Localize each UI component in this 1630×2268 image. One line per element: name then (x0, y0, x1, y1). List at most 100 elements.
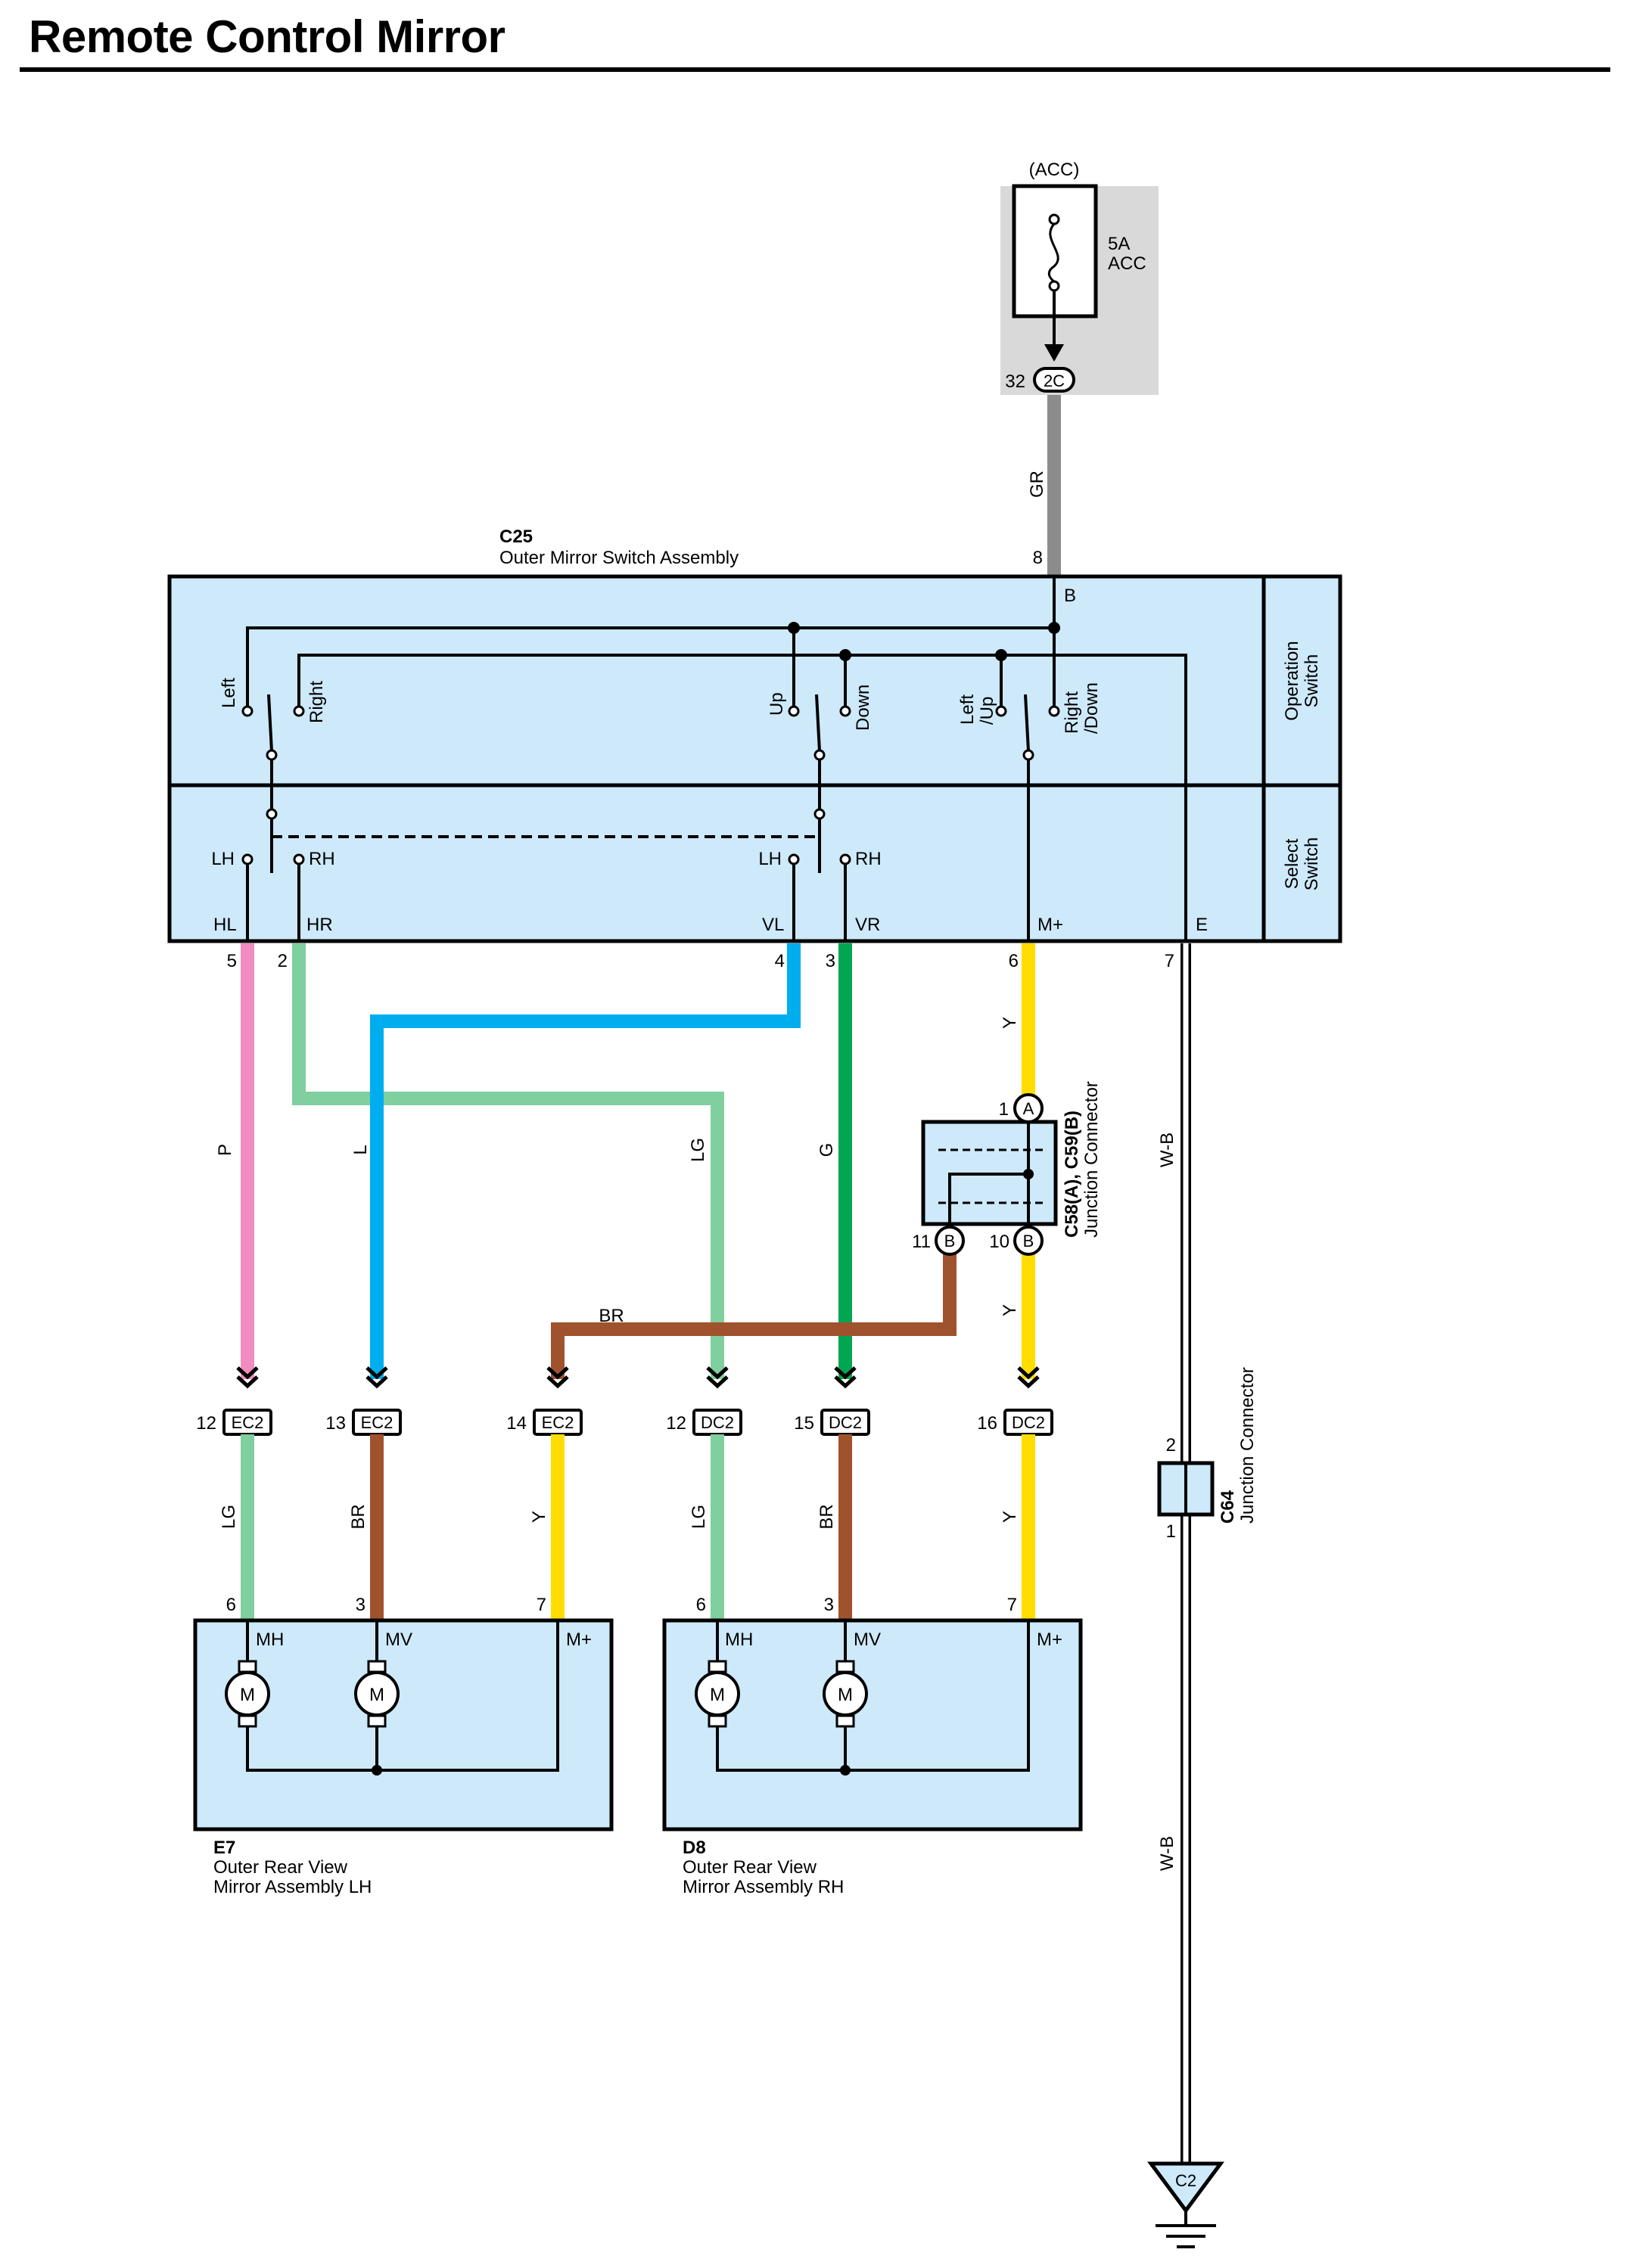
mirror-d8-name-2: Mirror Assembly RH (683, 1877, 844, 1897)
contact-left: Left (219, 678, 239, 708)
mirror-d8-body (662, 1618, 1083, 1831)
mirror-e7-name-1: Outer Rear View (213, 1857, 348, 1878)
mirror-e7-motor-h-label: M (240, 1685, 255, 1705)
switch-assembly-name: Outer Mirror Switch Assembly (499, 548, 739, 568)
operation-switch-label-1: Operation (1282, 641, 1302, 720)
junction-pin-b10 (1013, 1226, 1044, 1256)
fuse-supply: (ACC) (1029, 160, 1080, 180)
junction-pin-11: 11 (912, 1232, 931, 1252)
terminal-hr: HR (306, 915, 333, 935)
pin-vl: 4 (775, 951, 785, 971)
mirror-d8-pin-mplus: 7 (1007, 1595, 1017, 1615)
wire-label-p: P (215, 1144, 235, 1156)
pin-vr: 3 (826, 951, 835, 971)
contact-right-down-1: Right (1062, 691, 1082, 734)
connector-ec2-12-name: EC2 (232, 1413, 264, 1432)
mirror-e7-motor-v-label: M (369, 1685, 384, 1705)
mirror-d8-pin-mv: 3 (824, 1595, 834, 1615)
mirror-d8-term-mh: MH (725, 1630, 753, 1650)
connector-ec2-12: EC2 12 (196, 1409, 272, 1436)
select-rh-2: RH (855, 849, 882, 869)
pin-hr: 2 (278, 951, 288, 971)
contact-right: Right (306, 681, 327, 723)
c64-pin-bottom: 1 (1166, 1521, 1176, 1542)
connector-dc2-12-pin: 12 (666, 1413, 686, 1434)
fuse-pin: 32 (1005, 371, 1025, 392)
mirror-d8-name-1: Outer Rear View (683, 1857, 817, 1878)
terminal-mplus: M+ (1037, 915, 1063, 935)
mirror-d8-pin-mh: 6 (696, 1595, 706, 1615)
select-rh-1: RH (309, 849, 335, 869)
fuse-symbol (1047, 222, 1059, 283)
fuse-connector-label: 2C (1044, 371, 1065, 390)
select-lh-2: LH (758, 849, 782, 869)
connector-ec2-14: EC2 14 (506, 1409, 583, 1436)
page-title: Remote Control Mirror (29, 11, 505, 62)
mirror-e7-code: E7 (213, 1838, 235, 1858)
switch-assembly: C25 Outer Mirror Switch Assembly 8 Opera… (167, 527, 1342, 971)
connector-dc2-15-pin: 15 (794, 1413, 814, 1434)
ground-c2: C2 (1147, 2161, 1224, 2248)
mirror-e7-pin-mplus: 7 (537, 1595, 546, 1615)
select-switch-label-1: Select (1282, 838, 1302, 889)
fuse-name: ACC (1108, 253, 1146, 274)
fuse-connector (1033, 367, 1075, 393)
lbl-e7-lg: LG (219, 1505, 239, 1529)
mirror-d8-term-mplus: M+ (1037, 1630, 1062, 1650)
switch-assembly-code: C25 (499, 527, 533, 547)
connector-ec2-14-name: EC2 (542, 1413, 574, 1432)
terminal-e: E (1196, 915, 1208, 935)
wire-label-lg: LG (688, 1138, 708, 1162)
pin-mplus: 6 (1009, 951, 1019, 971)
title-rule (20, 67, 1610, 72)
wire-label-gr: GR (1027, 471, 1047, 498)
wire-l (370, 943, 801, 1379)
mirror-d8-code: D8 (683, 1838, 706, 1858)
junction-pin-b11 (935, 1226, 965, 1256)
operation-switch-label-2: Switch (1302, 654, 1322, 708)
c64-code: C64 (1218, 1490, 1238, 1524)
mirror-e7-term-mh: MH (256, 1630, 284, 1650)
c64-pin-top: 2 (1166, 1435, 1176, 1456)
connector-ec2-13: EC2 13 (325, 1409, 402, 1436)
select-switch-label-2: Switch (1302, 837, 1322, 891)
mirror-e7-name-2: Mirror Assembly LH (213, 1877, 372, 1897)
wire-label-y-1: Y (1000, 1017, 1020, 1029)
junction-connector: A B B 1 11 10 C58(A), C59(B) Junction Co… (912, 1081, 1102, 1256)
connector-dc2-16-pin: 16 (977, 1413, 997, 1434)
lbl-d8-lg: LG (689, 1505, 709, 1529)
junction-pin-b11-con: B (944, 1232, 956, 1251)
mirror-e7-motor-h: M (225, 1660, 270, 1728)
ground-triangle (1147, 2161, 1224, 2214)
junction-pin-1: 1 (999, 1099, 1009, 1120)
lbl-d8-y: Y (1000, 1511, 1020, 1523)
mirror-d8-motor-v: M (823, 1660, 868, 1728)
wire-label-y-2: Y (1000, 1304, 1020, 1316)
pin-e: 7 (1165, 951, 1174, 971)
mirror-e7-pin-mv: 3 (356, 1595, 366, 1615)
connector-dc2-15-name: DC2 (829, 1413, 862, 1432)
junction-name: Junction Connector (1081, 1081, 1102, 1238)
wire-label-wb-1: W-B (1157, 1132, 1177, 1167)
junction-pin-a-con: A (1023, 1099, 1034, 1118)
contact-right-down-2: /Down (1081, 682, 1102, 734)
connector-dc2-15: DC2 15 (794, 1409, 870, 1436)
terminal-vl: VL (762, 915, 784, 935)
mirror-d8: 6 3 7 MH MV M+ M M D8 Outer Rear View Mi… (662, 1595, 1083, 1897)
c64-name: Junction Connector (1237, 1367, 1258, 1524)
junction-code: C58(A), C59(B) (1062, 1111, 1082, 1238)
junction-pin-10: 10 (989, 1232, 1009, 1252)
contact-left-up-2: /Up (977, 697, 997, 725)
mirror-e7-pin-mh: 6 (226, 1595, 236, 1615)
mirror-e7: 6 3 7 MH MV M+ M M E7 Outer Rear View Mi… (193, 1595, 614, 1897)
wire-lg-hr (292, 943, 724, 1379)
wire-label-wb-2: W-B (1157, 1836, 1177, 1871)
lbl-e7-br: BR (348, 1504, 369, 1529)
lbl-e7-y: Y (529, 1511, 549, 1523)
mirror-e7-term-mplus: M+ (566, 1630, 592, 1650)
connector-ec2-13-name: EC2 (361, 1413, 394, 1432)
lbl-d8-br: BR (817, 1504, 837, 1529)
connector-ec2-13-pin: 13 (325, 1413, 346, 1434)
mirror-d8-motor-h-label: M (710, 1685, 725, 1705)
